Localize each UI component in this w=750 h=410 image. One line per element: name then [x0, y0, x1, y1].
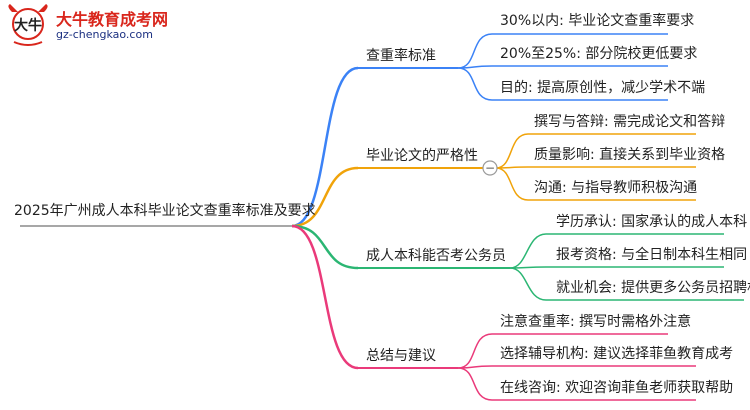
branch-topic-2[interactable]: 毕业论文的严格性 — [366, 148, 478, 164]
leaf-topic-3-3[interactable]: 就业机会: 提供更多公务员招聘机会 — [556, 280, 750, 296]
leaf-topic-2-3[interactable]: 沟通: 与指导教师积极沟通 — [534, 180, 698, 196]
leaf-topic-3-1[interactable]: 学历承认: 国家承认的成人本科 — [556, 214, 748, 230]
leaf-connector-4-2 — [457, 365, 696, 369]
leaf-topic-4-2[interactable]: 选择辅导机构: 建议选择菲鱼教育成考 — [500, 346, 734, 362]
leaf-topic-1-1[interactable]: 30%以内: 毕业论文查重率要求 — [500, 13, 695, 29]
branch-topic-4[interactable]: 总结与建议 — [366, 348, 436, 364]
leaf-topic-4-3[interactable]: 在线咨询: 欢迎咨询菲鱼老师获取帮助 — [500, 380, 734, 396]
branch-topic-1[interactable]: 查重率标准 — [366, 48, 436, 64]
logo-name: 大牛教育成考网 — [56, 10, 169, 29]
branch-topic-3[interactable]: 成人本科能否考公务员 — [366, 248, 506, 264]
leaf-connector-2-2 — [495, 166, 696, 169]
root-topic[interactable]: 2025年广州成人本科毕业论文查重率标准及要求 — [14, 203, 316, 219]
site-logo: 大牛 大牛教育成考网 gz-chengkao.com — [4, 2, 179, 50]
leaf-connector-1-2 — [457, 65, 668, 69]
logo-mark-text: 大牛 — [14, 17, 42, 34]
trunk-branch-3 — [291, 224, 359, 270]
leaf-connector-1-1 — [457, 33, 668, 69]
leaf-connector-1-3 — [457, 67, 668, 101]
leaf-connector-3-3 — [509, 267, 744, 301]
leaf-connector-3-1 — [509, 233, 724, 269]
trunk-branch-1 — [291, 66, 359, 228]
collapse-toggle-symbol: − — [485, 161, 495, 175]
leaf-connector-4-3 — [457, 367, 696, 401]
logo-url: gz-chengkao.com — [56, 28, 153, 41]
collapse-toggle-icon[interactable]: − — [482, 160, 498, 176]
leaf-topic-2-2[interactable]: 质量影响: 直接关系到毕业资格 — [534, 147, 726, 163]
leaf-connector-3-2 — [509, 266, 724, 269]
leaf-topic-4-1[interactable]: 注意查重率: 撰写时需格外注意 — [500, 314, 692, 330]
leaf-topic-1-3[interactable]: 目的: 提高原创性，减少学术不端 — [500, 80, 706, 96]
bull-logo-icon: 大牛 — [8, 4, 48, 46]
leaf-connector-2-3 — [495, 167, 696, 201]
leaf-connector-2-1 — [495, 133, 696, 169]
trunk-branch-2 — [291, 166, 359, 228]
trunk-branch-4 — [291, 224, 359, 370]
leaf-topic-1-2[interactable]: 20%至25%: 部分院校更低要求 — [500, 46, 698, 62]
leaf-connector-4-1 — [457, 333, 668, 369]
leaf-topic-2-1[interactable]: 撰写与答辩: 需完成论文和答辩 — [534, 114, 726, 130]
leaf-topic-3-2[interactable]: 报考资格: 与全日制本科生相同 — [556, 247, 748, 263]
